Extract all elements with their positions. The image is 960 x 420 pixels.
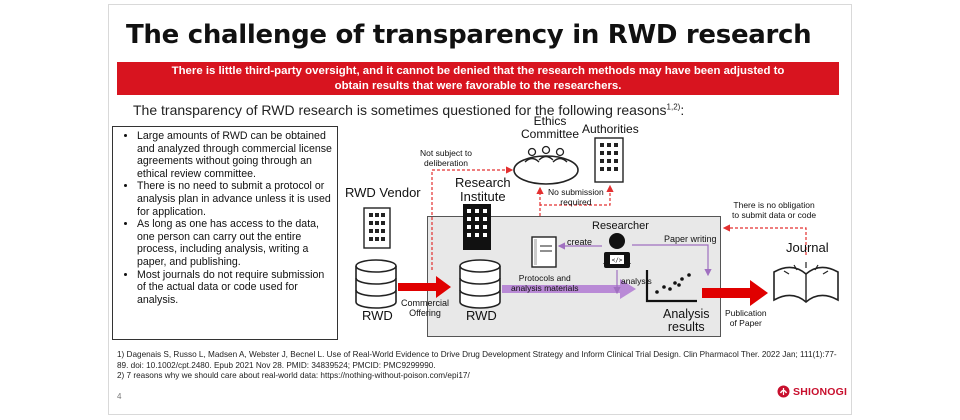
analysis-label: analysis (621, 276, 652, 286)
ethics-committee-icon (513, 145, 579, 185)
analysis-results-chart-icon (645, 270, 697, 303)
reason-item: There is no need to submit a protocol or… (137, 180, 333, 218)
rwd-vendor-label: RWD Vendor (345, 185, 421, 200)
banner-line-1: There is little third-party oversight, a… (171, 65, 785, 77)
banner-line-2: obtain results that were favorable to th… (334, 80, 622, 92)
page-number: 4 (117, 392, 122, 401)
paper-writing-label: Paper writing (664, 234, 717, 244)
shionogi-logo-text: SHIONOGI (793, 385, 848, 398)
ethics-committee-label: Ethics Committee (521, 114, 580, 141)
svg-text:</>: </> (612, 257, 623, 264)
shionogi-logo-icon (777, 385, 790, 398)
reason-item: Most journals do not require submission … (137, 269, 333, 307)
references: 1) Dagenais S, Russo L, Madsen A, Webste… (117, 350, 842, 382)
reasons-box: Large amounts of RWD can be obtained and… (112, 126, 338, 340)
no-obligation-dashed-arrow (722, 224, 807, 255)
reference-item: 2) 7 reasons why we should care about re… (117, 371, 470, 381)
warning-banner: There is little third-party oversight, a… (117, 62, 839, 95)
reason-item: Large amounts of RWD can be obtained and… (137, 130, 333, 180)
publication-label: Publication of Paper (725, 308, 767, 328)
rwd-vendor-db-label: RWD (362, 308, 393, 323)
journal-label: Journal (786, 240, 829, 255)
not-subject-label: Not subject to deliberation (420, 148, 472, 168)
intro-colon: : (680, 102, 685, 118)
no-obligation-label: There is no obligation to submit data or… (732, 200, 817, 220)
rwd-institute-db-label: RWD (466, 308, 497, 323)
analysis-flow-arrow (502, 279, 636, 299)
shionogi-logo: SHIONOGI (777, 385, 847, 398)
reference-item: 1) Dagenais S, Russo L, Madsen A, Webste… (117, 350, 837, 370)
create-label: create (567, 237, 593, 247)
paper-writing-arrow (632, 244, 712, 277)
institute-database-icon (459, 259, 501, 309)
no-submission-dashed-arrow (539, 184, 614, 216)
reason-item: As long as one has access to the data, o… (137, 218, 333, 268)
protocol-document-icon (531, 236, 557, 268)
authorities-label: Authorities (582, 122, 639, 136)
commercial-offering-arrow (398, 276, 451, 298)
commercial-offering-label: Commercial Offering (401, 298, 450, 318)
slide-frame (108, 4, 852, 415)
vendor-building-icon (363, 207, 391, 249)
intro-text: The transparency of RWD research is some… (133, 102, 684, 118)
not-subject-dashed-arrow (431, 166, 514, 270)
reasons-list: Large amounts of RWD can be obtained and… (119, 130, 333, 306)
journal-book-icon (773, 262, 839, 304)
publication-arrow (702, 280, 768, 306)
intro-citation: 1,2) (666, 102, 681, 112)
slide-title: The challenge of transparency in RWD res… (126, 20, 812, 50)
vendor-database-icon (355, 259, 397, 309)
researcher-label: Researcher (592, 220, 649, 232)
institute-building-icon (463, 204, 491, 250)
intro-main: The transparency of RWD research is some… (133, 102, 667, 118)
authorities-building-icon (594, 137, 624, 183)
researcher-person-icon: </> (603, 233, 631, 268)
research-institute-label: Research Institute (455, 175, 511, 204)
analysis-results-label: Analysis results (663, 307, 710, 334)
no-submission-label: No submission required (548, 187, 604, 207)
protocols-label: Protocols and analysis materials (511, 273, 579, 293)
